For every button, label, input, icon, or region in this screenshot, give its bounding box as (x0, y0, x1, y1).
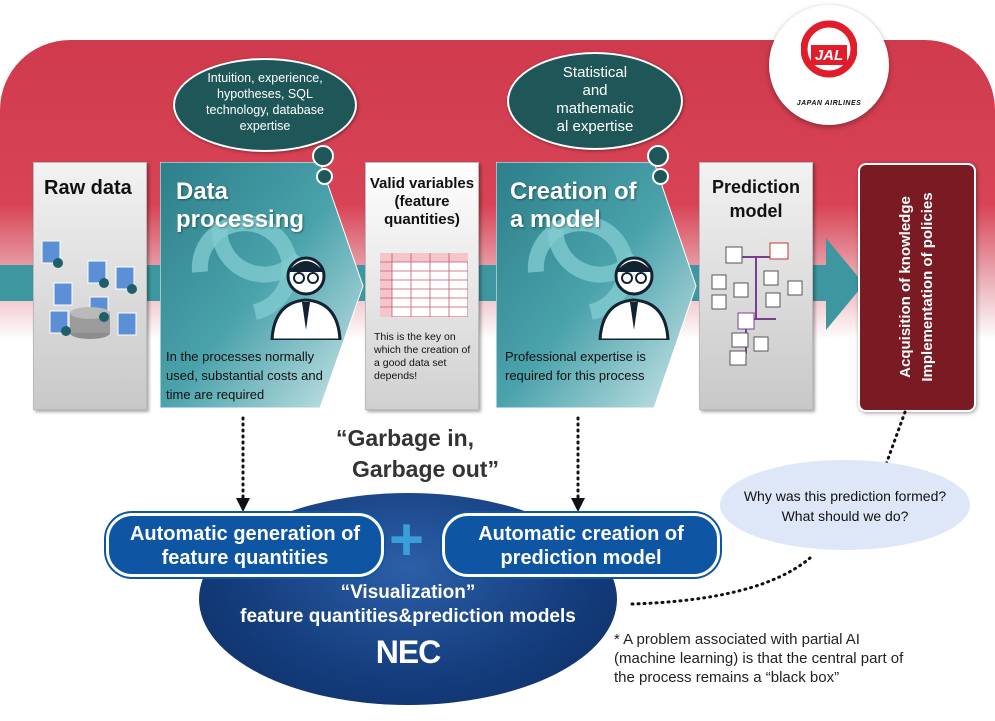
raw-data-title: Raw data (44, 177, 132, 199)
thought-dot (312, 145, 334, 167)
creation-model-title-1: Creation of (510, 178, 637, 205)
jal-logo: JAL JAPAN AIRLINES (769, 5, 889, 125)
table-icon (380, 253, 468, 317)
footnote: * A problem associated with partial AI (… (614, 631, 904, 686)
creation-model-desc: Professional expertise is required for t… (505, 349, 646, 383)
creation-model-panel (496, 162, 697, 409)
prediction-model-panel: Prediction model (699, 162, 813, 410)
crane-icon (801, 20, 857, 78)
garbage-line-1: “Garbage in, (336, 425, 475, 451)
data-processing-panel (160, 162, 364, 409)
thought-bubble-data: Intuition, experience, hypotheses, SQL t… (173, 58, 357, 152)
plus-icon: + (389, 506, 425, 573)
question-line-2: What should we do? (781, 508, 909, 524)
thought-bubble-model-text: Statistical and mathematic al expertise (556, 64, 634, 135)
thought-bubble-model: Statistical and mathematic al expertise (507, 52, 683, 150)
jal-name: JAPAN AIRLINES (796, 100, 862, 107)
visualization-line-1: “Visualization” (340, 582, 476, 603)
data-processing-title-2: processing (176, 206, 305, 233)
question-line-1: Why was this prediction formed? (743, 488, 947, 504)
auto-model-text: Automatic creation of prediction model (478, 523, 684, 569)
data-processing-title-1: Data (176, 178, 229, 205)
thought-bubble-data-text: Intuition, experience, hypotheses, SQL t… (206, 71, 324, 133)
prediction-model-title: Prediction model (711, 177, 800, 221)
question-bubble: Why was this prediction formed? What sho… (720, 460, 970, 550)
visualization-line-2: feature quantities&prediction models (240, 606, 576, 627)
jal-brand: JAL (814, 47, 844, 64)
auto-feature-pill: Automatic generation of feature quantiti… (106, 513, 384, 577)
nec-logo: NEC (375, 634, 442, 670)
raw-data-panel: Raw data (33, 162, 147, 410)
auto-feature-text: Automatic generation of feature quantiti… (129, 523, 360, 569)
knowledge-box: Acquisition of knowledge Implementation … (858, 163, 976, 412)
database-icon (41, 240, 137, 339)
flow-arrowhead-icon (826, 238, 864, 330)
person-icon (270, 256, 342, 340)
thought-dot (652, 168, 669, 185)
valid-variables-panel: Valid variables (feature quantities) Thi… (365, 162, 479, 410)
creation-model-title-2: a model (510, 206, 601, 233)
auto-model-pill: Automatic creation of prediction model (442, 513, 720, 577)
thought-dot (647, 145, 669, 167)
valid-variables-title: Valid variables (feature quantities) (369, 175, 475, 228)
expert-person-icon (598, 256, 670, 340)
data-processing-desc: In the processes normally used, substant… (166, 349, 323, 402)
prediction-tree-icon (711, 242, 803, 366)
valid-variables-desc: This is the key on which the creation of… (374, 331, 471, 382)
thought-dot (316, 168, 333, 185)
garbage-line-2: Garbage out” (352, 456, 499, 482)
